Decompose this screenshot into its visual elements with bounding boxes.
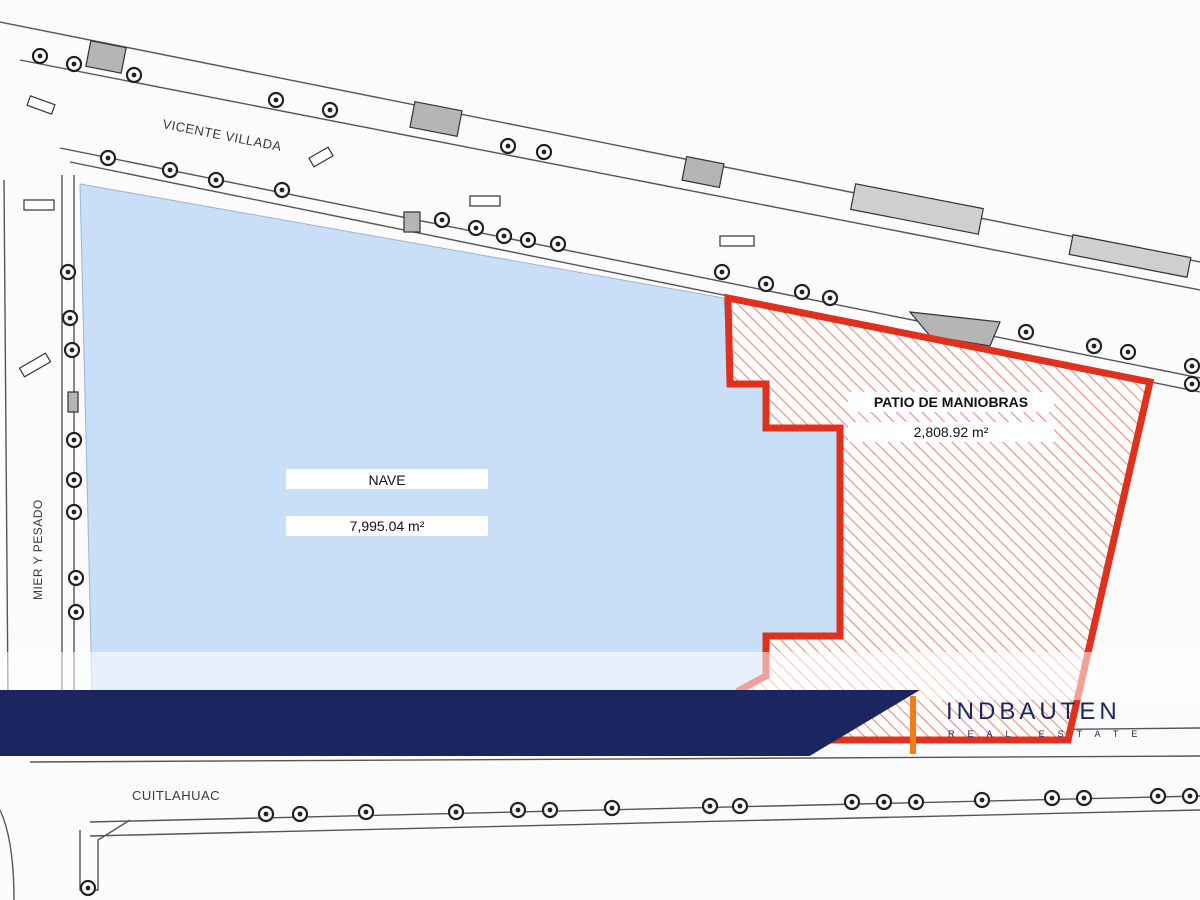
street-furniture bbox=[18, 40, 1192, 413]
brand-footer: INDBAUTEN REAL ESTATE bbox=[0, 690, 1200, 756]
patio-area-value: 2,808.92 m² bbox=[914, 424, 989, 440]
nave-area-value: 7,995.04 m² bbox=[350, 518, 425, 534]
brand-tagline: REAL ESTATE bbox=[948, 729, 1151, 739]
nave-area bbox=[79, 183, 841, 691]
nave-label: NAVE bbox=[368, 472, 405, 488]
nave-label-box bbox=[286, 469, 488, 489]
patio-label: PATIO DE MANIOBRAS bbox=[874, 394, 1028, 410]
street-label-north: VICENTE VILLADA bbox=[161, 116, 283, 154]
brand-logo: INDBAUTEN REAL ESTATE bbox=[946, 698, 1186, 746]
brand-separator bbox=[910, 696, 916, 754]
patio-area-box bbox=[848, 422, 1054, 442]
footer-band bbox=[0, 690, 920, 756]
patio-label-box bbox=[848, 392, 1054, 412]
nave-area-box bbox=[286, 516, 488, 536]
brand-name: INDBAUTEN bbox=[946, 698, 1121, 725]
street-label-south: CUITLAHUAC bbox=[132, 788, 220, 803]
street-label-west: MIER Y PESADO bbox=[31, 499, 45, 600]
